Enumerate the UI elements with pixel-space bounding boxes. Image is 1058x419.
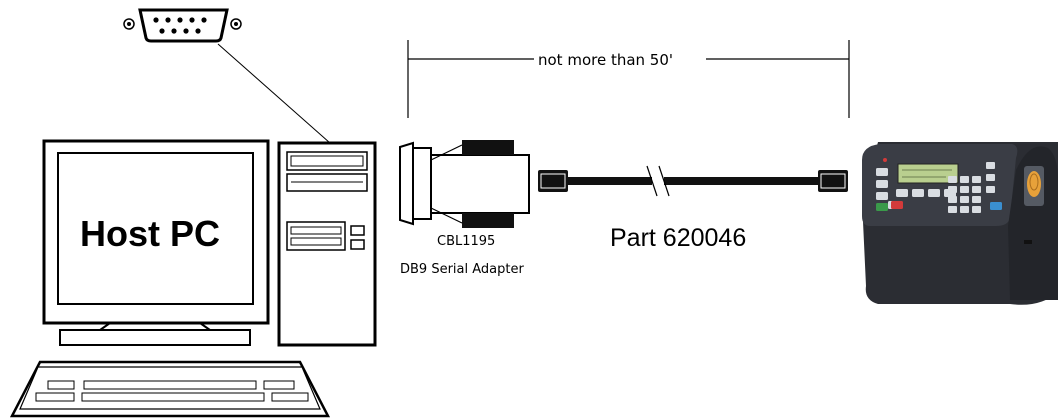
keyboard-icon [9, 360, 331, 418]
green-key [876, 203, 888, 211]
cable-icon [538, 165, 848, 197]
fingerprint-scanner-icon [1024, 166, 1044, 206]
monitor-icon [42, 139, 270, 346]
db9-connector-icon [123, 8, 242, 43]
tower-pc-icon [277, 141, 377, 347]
red-key [891, 201, 903, 209]
distance-dimension [407, 40, 850, 118]
blue-key [990, 202, 1002, 210]
host-pc-label: Host PC [80, 213, 220, 254]
distance-label: not more than 50' [538, 51, 673, 69]
adapter-description-label: DB9 Serial Adapter [400, 262, 524, 277]
serial-adapter-icon [399, 140, 530, 228]
time-clock-terminal-icon [862, 142, 1058, 305]
cable-part-label: Part 620046 [610, 224, 746, 252]
connector-leader-line [217, 43, 331, 144]
adapter-part-label: CBL1195 [437, 234, 495, 249]
